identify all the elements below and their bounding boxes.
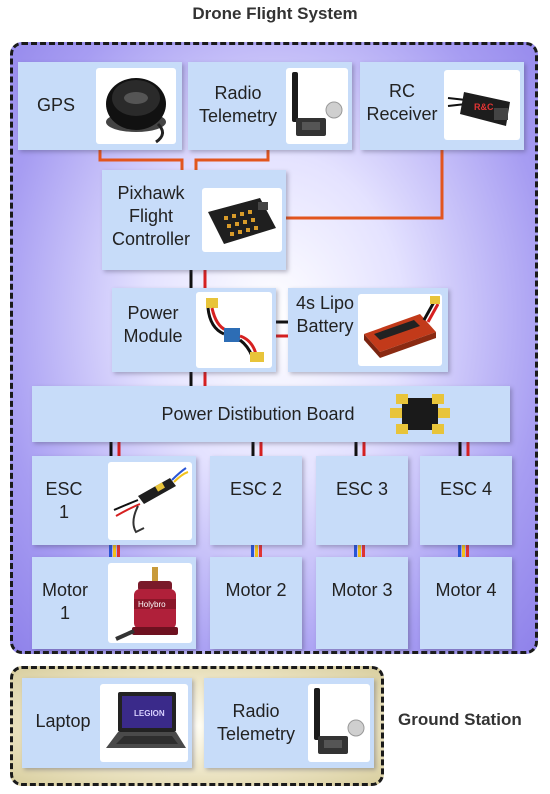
laptop-label: Laptop <box>35 711 91 731</box>
flight-controller-box: Pixhawk Flight Controller <box>102 170 286 270</box>
motor-1-label: Motor 1 <box>41 580 88 623</box>
rc-receiver-box: RC Receiver R&C <box>360 62 524 150</box>
pdb-label: Power Distibution Board <box>161 404 355 424</box>
rc-receiver-label: RC Receiver <box>366 81 438 124</box>
motor-3-label: Motor 3 <box>331 580 393 600</box>
rc-signal-wire <box>286 150 444 220</box>
pixhawk-image <box>202 188 282 252</box>
radio-telemetry-label: Radio Telemetry <box>198 83 278 126</box>
motor-2-label: Motor 2 <box>225 580 287 600</box>
pdb-image <box>388 388 452 440</box>
telemetry-signal-wire <box>194 150 270 172</box>
pdb-box: Power Distibution Board <box>32 386 510 442</box>
gps-label: GPS <box>36 95 75 115</box>
laptop-screen-text: LEGION <box>134 709 165 718</box>
esc-image <box>108 462 192 540</box>
battery-box: 4s Lipo Battery <box>288 288 448 372</box>
rc-receiver-brand: R&C <box>474 102 494 112</box>
esc-1-label: ESC 1 <box>45 479 83 522</box>
lipo-battery-image <box>358 294 442 366</box>
flight-controller-label: Pixhawk Flight Controller <box>111 183 191 249</box>
motor-3-box: Motor 3 <box>316 557 408 649</box>
esc-4-box: ESC 4 <box>420 456 512 545</box>
motor-2-box: Motor 2 <box>210 557 302 649</box>
radio-telemetry-box: Radio Telemetry <box>188 62 352 150</box>
power-module-image <box>196 292 272 368</box>
motor-image: Holybro <box>108 563 192 643</box>
gps-signal-wire <box>98 150 184 172</box>
laptop-image: LEGION <box>100 684 188 762</box>
motor-4-box: Motor 4 <box>420 557 512 649</box>
motor-4-label: Motor 4 <box>435 580 497 600</box>
ground-radio-label: Radio Telemetry <box>216 701 296 744</box>
esc-2-label: ESC 2 <box>229 479 283 499</box>
esc-motor-phase-wires <box>109 545 469 557</box>
power-module-label: Power Module <box>123 303 183 346</box>
diagram-title: Drone Flight System <box>192 4 358 23</box>
ground-radio-box: Radio Telemetry <box>204 678 374 768</box>
ground-station-label: Ground Station <box>398 710 522 729</box>
esc-2-box: ESC 2 <box>210 456 302 545</box>
ground-radio-image <box>308 684 370 762</box>
rc-receiver-image: R&C <box>444 70 520 140</box>
telemetry-radio-image <box>286 68 348 144</box>
esc-4-label: ESC 4 <box>439 479 493 499</box>
gps-box: GPS <box>18 62 182 150</box>
power-module-box: Power Module <box>112 288 276 372</box>
esc-3-label: ESC 3 <box>335 479 389 499</box>
gps-image <box>96 68 176 144</box>
esc-3-box: ESC 3 <box>316 456 408 545</box>
esc-1-box: ESC 1 <box>32 456 196 545</box>
motor-1-box: Motor 1 Holybro <box>32 557 196 649</box>
laptop-box: Laptop LEGION <box>22 678 192 768</box>
battery-label: 4s Lipo Battery <box>295 293 355 336</box>
motor-brand: Holybro <box>138 600 166 609</box>
